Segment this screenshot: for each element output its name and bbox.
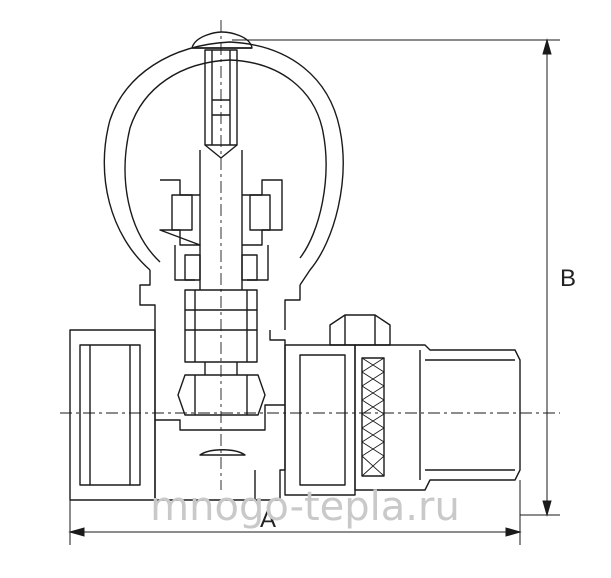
watermark-text: mnogo-tepla.ru: [150, 484, 460, 530]
centerlines: [60, 20, 560, 490]
body-main: [154, 330, 286, 501]
valve-disc: [177, 374, 266, 416]
cap-lower-left-step: [139, 270, 156, 330]
dimension-lines: [68, 38, 560, 545]
dimension-a-label: A: [260, 506, 276, 533]
cap-inner-shell: [124, 59, 327, 263]
tailpiece: [354, 344, 521, 491]
cap-outer-shell: [103, 41, 344, 286]
valve-outline: [69, 31, 521, 501]
cap-lower-right-step: [284, 285, 301, 330]
gasket-seal: [361, 357, 385, 477]
screw-head: [191, 31, 253, 49]
body-left-port: [69, 329, 156, 501]
dimension-b-label: B: [560, 265, 576, 292]
